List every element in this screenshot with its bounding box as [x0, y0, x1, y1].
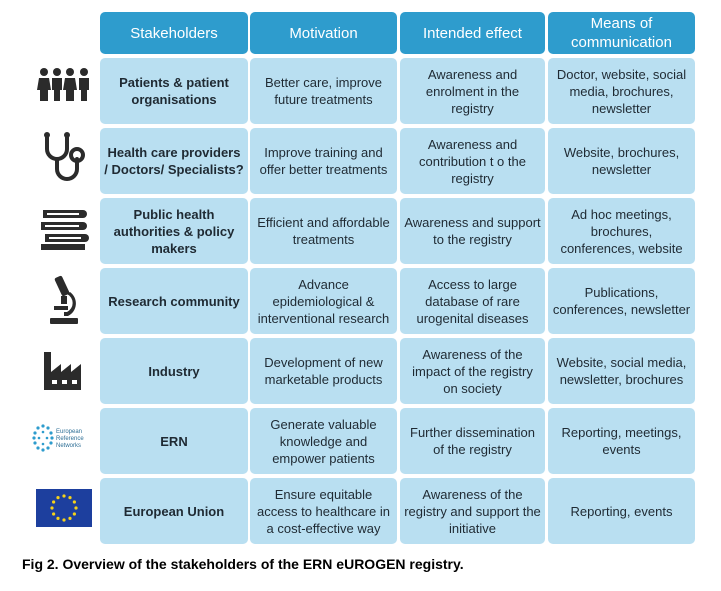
row-6-means: Reporting, meetings, events — [548, 408, 695, 474]
row-2-motivation: Improve training and offer better treatm… — [250, 128, 397, 194]
row-6-intended-effect: Further dissemination of the registry — [400, 408, 545, 474]
header-means-of-communication: Means of communication — [548, 12, 695, 54]
header-label: Motivation — [289, 24, 358, 42]
eu-star — [72, 500, 76, 504]
row-4-motivation: Advance epidemiological & interventional… — [250, 268, 397, 334]
row-5-stakeholder: Industry — [100, 338, 248, 404]
stethoscope-icon — [30, 128, 98, 188]
row-1-stakeholder: Patients & patient organisations — [100, 58, 248, 124]
row-2-intended-effect: Awareness and contribution t o the regis… — [400, 128, 545, 194]
row-6-motivation: Generate valuable knowledge and empower … — [250, 408, 397, 474]
eu-star — [68, 496, 72, 500]
eu-star — [72, 512, 76, 516]
svg-text:Networks: Networks — [56, 443, 81, 449]
row-7-motivation: Ensure equitable access to healthcare in… — [250, 478, 397, 544]
row-5-intended-effect: Awareness of the impact of the registry … — [400, 338, 545, 404]
eu-star — [62, 518, 66, 522]
row-7-intended-effect: Awareness of the registry and support th… — [400, 478, 545, 544]
eu-star — [56, 496, 60, 500]
header-stakeholders: Stakeholders — [100, 12, 248, 54]
header-intended-effect: Intended effect — [400, 12, 545, 54]
header-label: Intended effect — [423, 24, 522, 42]
eu-star — [56, 516, 60, 520]
eu-flag-icon — [30, 478, 98, 538]
row-1-intended-effect: Awareness and enrolment in the registry — [400, 58, 545, 124]
svg-text:Reference: Reference — [56, 436, 84, 442]
eu-star — [74, 506, 78, 510]
row-3-intended-effect: Awareness and support to the registry — [400, 198, 545, 264]
row-5-means: Website, social media, newsletter, broch… — [548, 338, 695, 404]
row-5-motivation: Development of new marketable products — [250, 338, 397, 404]
eu-star — [52, 500, 56, 504]
books-icon — [30, 200, 98, 260]
ern-logo-icon: European Reference Networks — [30, 408, 98, 468]
microscope-icon — [30, 270, 98, 330]
eu-star — [50, 506, 54, 510]
row-7-means: Reporting, events — [548, 478, 695, 544]
row-7-stakeholder: European Union — [100, 478, 248, 544]
eu-star — [52, 512, 56, 516]
row-4-stakeholder: Research community — [100, 268, 248, 334]
row-3-means: Ad hoc meetings, brochures, conferences,… — [548, 198, 695, 264]
row-1-motivation: Better care, improve future treatments — [250, 58, 397, 124]
row-2-means: Website, brochures, newsletter — [548, 128, 695, 194]
row-4-intended-effect: Access to large database of rare urogeni… — [400, 268, 545, 334]
stakeholder-table: Stakeholders Motivation Intended effect … — [30, 12, 695, 544]
eu-star — [68, 516, 72, 520]
row-3-stakeholder: Public health authorities & policy maker… — [100, 198, 248, 264]
eu-star — [62, 494, 66, 498]
header-motivation: Motivation — [250, 12, 397, 54]
people-group-icon — [30, 54, 98, 114]
ern-logo-text: European — [56, 429, 82, 435]
row-4-means: Publications, conferences, newsletter — [548, 268, 695, 334]
row-2-stakeholder: Health care providers / Doctors/ Special… — [100, 128, 248, 194]
factory-icon — [30, 340, 98, 400]
figure-caption: Fig 2. Overview of the stakeholders of t… — [22, 556, 464, 572]
row-1-means: Doctor, website, social media, brochures… — [548, 58, 695, 124]
header-label: Means of communication — [571, 15, 672, 51]
row-6-stakeholder: ERN — [100, 408, 248, 474]
header-label: Stakeholders — [130, 24, 218, 42]
row-3-motivation: Efficient and affordable treatments — [250, 198, 397, 264]
